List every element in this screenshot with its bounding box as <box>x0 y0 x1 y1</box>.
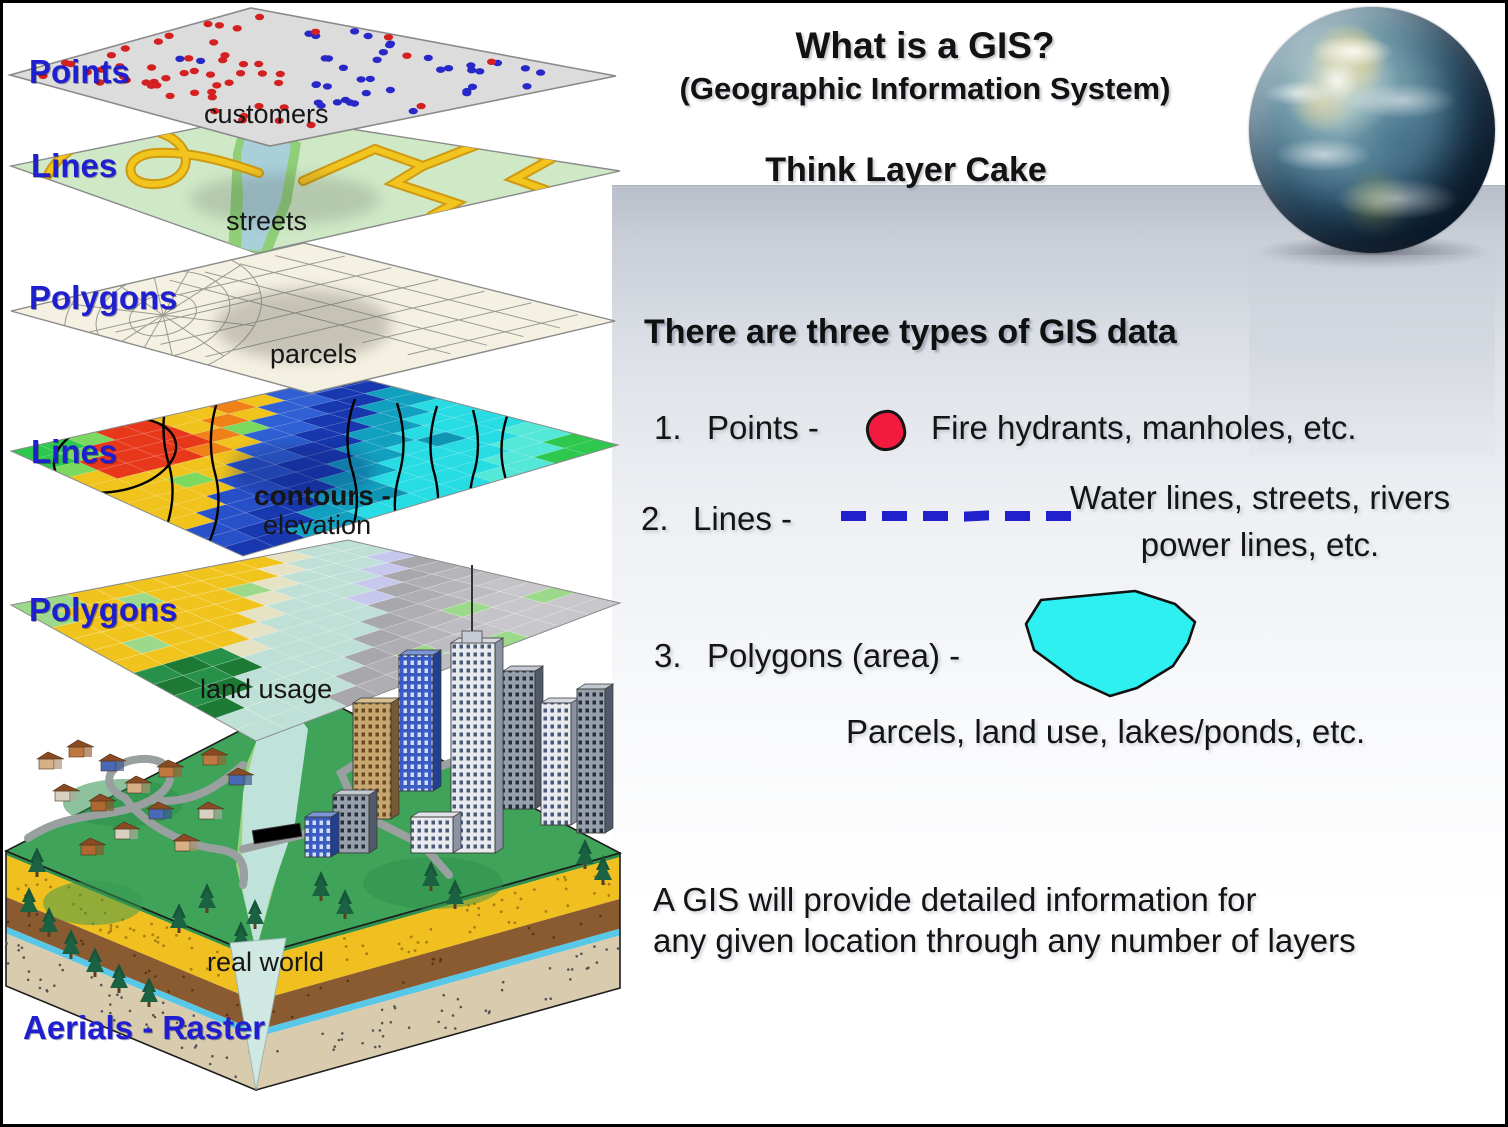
item-2-label: Lines - <box>693 500 793 537</box>
item-2-description-line2: power lines, etc. <box>1140 526 1380 563</box>
layer-label-polygons-1: Polygons <box>29 279 178 316</box>
globe-clouds <box>1249 7 1495 253</box>
customer-points <box>38 13 546 129</box>
waterfall-face <box>229 937 287 1091</box>
globe-reflection <box>1249 255 1495 455</box>
layer-label-polygons-2: Polygons <box>29 591 178 628</box>
caption-elevation: elevation <box>263 510 372 540</box>
section-heading: There are three types of GIS data <box>644 313 1177 351</box>
caption-real-world: real world <box>207 947 325 977</box>
layer-streets <box>8 114 621 254</box>
layer-contours-elevation <box>9 374 620 557</box>
caption-contours: contours - <box>254 480 391 511</box>
real-world-block <box>4 692 623 1092</box>
item-3-label: Polygons (area) - <box>707 637 961 674</box>
item-2-description: Water lines, streets, rivers power lines… <box>1025 474 1495 568</box>
item-3-description: Parcels, land use, lakes/ponds, etc. <box>846 713 1366 750</box>
page-title: What is a GIS? <box>795 25 1055 66</box>
item-2-description-line1: Water lines, streets, rivers <box>1069 479 1451 516</box>
caption-customers: customers <box>204 99 329 129</box>
geologic-strata-east <box>255 851 621 1092</box>
item-3-number: 3. <box>654 637 682 674</box>
footer-line1: A GIS will provide detailed information … <box>653 881 1257 918</box>
layer-label-lines-1: Lines <box>31 147 118 184</box>
footer-text: A GIS will provide detailed information … <box>653 879 1356 961</box>
item-1-number: 1. <box>654 409 682 446</box>
caption-streets: streets <box>226 206 308 236</box>
item-1-description: Fire hydrants, manholes, etc. <box>931 409 1357 446</box>
layer-parcels <box>10 242 616 394</box>
houses <box>35 739 255 856</box>
dashed-line-icon <box>841 510 1071 522</box>
item-2-number: 2. <box>641 500 669 537</box>
trees <box>20 839 612 1007</box>
layer-label-lines-2: Lines <box>31 433 118 470</box>
layer-label-aerials-raster: Aerials - Raster <box>23 1009 266 1046</box>
polygon-icon <box>1024 589 1197 698</box>
layer-cake-diagram <box>4 7 623 1092</box>
skyscrapers <box>303 565 615 858</box>
bridge <box>251 822 303 845</box>
subtitle: Think Layer Cake <box>765 151 1047 189</box>
globe-icon <box>1249 7 1495 253</box>
caption-land-usage: land usage <box>200 674 333 704</box>
layer-customers <box>6 7 617 147</box>
river <box>241 700 308 951</box>
layer-label-points: Points <box>29 53 130 90</box>
caption-parcels: parcels <box>270 339 358 369</box>
item-1-label: Points - <box>707 409 819 446</box>
page-title-sub: (Geographic Information System) <box>679 71 1171 106</box>
footer-line2: any given location through any number of… <box>653 922 1356 959</box>
